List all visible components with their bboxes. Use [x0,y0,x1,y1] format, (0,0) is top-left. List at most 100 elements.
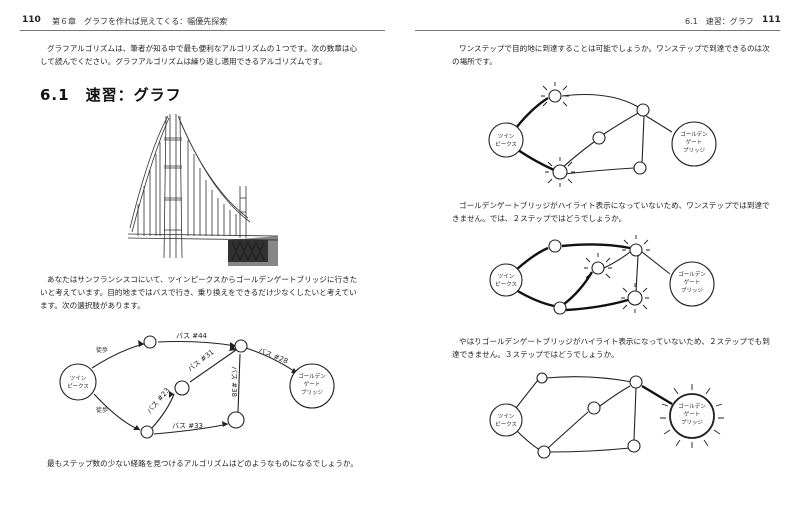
graph-node-start [489,403,523,437]
graph-node-label: ピークス [495,281,517,288]
graph-edge [547,411,589,449]
graph-node-label: ブリッジ [681,418,704,426]
text-line: ます。次の選択肢があります。 [40,301,145,310]
graph-edge [517,149,555,172]
text-line: ワンステップで目的地に到達することは可能でしょうか。ワンステップで到達できるのは… [459,44,770,53]
graph-node [633,161,647,175]
graph-edge [645,115,673,133]
graph-node-label: ツイン [70,376,87,382]
graph-node-label: ゲート [304,380,321,388]
graph-node [227,411,245,429]
right-header-rule [415,30,780,31]
graph-node-label: ブリッジ [683,146,706,154]
graph-node [143,335,157,349]
graph-node-highlight [548,89,562,103]
text-line: ゴールデンゲートブリッジがハイライト表示になっていないため、ワンステップでは到達… [459,201,770,210]
edge-label: バス #33 [172,422,203,430]
graph-node-goal [671,121,717,167]
graph-edge [157,340,237,347]
graph-edge [153,423,229,435]
graph-edge [237,353,241,413]
graph-edge [561,243,631,250]
graph-node-goal [669,261,715,307]
left-paragraph-2: あなたはサンフランシスコにいて、ツインピークスからゴールデンゲートブリッジに行き… [40,273,385,312]
graph-edge [515,96,549,129]
graph-node [636,103,650,117]
edge-label: バス #31 [186,348,215,373]
graph-node-highlight [629,243,643,257]
graph-edge [151,393,175,429]
graph-edge [189,349,237,383]
left-page-number: 110 [22,15,41,25]
graph-node [536,372,548,384]
graph-node [627,439,641,453]
graph-edge [561,94,641,109]
graph-edge [515,288,555,308]
graph-node [234,339,248,353]
graph-node [140,425,154,439]
bus-route-graph: ツイン ピークス ゴールデン ゲート ブリッジ 徒歩 徒歩 バス #44 バス … [59,332,335,439]
right-running-head: 6.1 速習：グラフ [685,17,754,26]
edge-label: バス #23 [145,386,171,415]
graph-node-label: ピークス [495,421,517,428]
edge-label: 徒歩 [96,406,108,414]
graph-node-label: ゴールデン [678,402,706,410]
right-paragraph-1: ワンステップで目的地に到達することは可能でしょうか。ワンステップで到達できるのは… [452,42,782,68]
graph-node [548,239,562,253]
golden-gate-bridge-illustration [128,114,278,266]
graph-edge [641,384,673,406]
highlight-rays [541,82,575,187]
graph-node-label: ゴールデン [298,372,326,380]
graph-node-label: ツイン [498,274,515,280]
graph-node-label: ツイン [498,134,515,140]
edge-label: 徒歩 [96,346,108,354]
graph-node-label: ピークス [67,383,89,390]
one-step-graph: ツイン ピークス ゴールデン ゲート ブリッジ [488,82,717,187]
graph-node-highlight [591,261,605,275]
graph-node [553,301,567,315]
graph-edge [565,298,629,312]
graph-node-start [488,122,524,158]
edge-label: バス #28 [257,346,289,365]
two-step-graph: ツイン ピークス ゴールデン ゲート ブリッジ [489,235,715,315]
right-paragraph-2: ゴールデンゲートブリッジがハイライト表示になっていないため、ワンステップでは到達… [452,199,782,225]
text-line: の場所です。 [452,57,497,66]
graph-node-label: ブリッジ [301,388,324,396]
graph-node-goal-highlight [669,393,715,439]
graph-edge [549,447,631,453]
graph-edge [641,251,671,275]
graph-node-start [489,263,523,297]
text-line: グラフアルゴリズムは、筆者が知る中で最も便利なアルゴリズムの１つです。次の数章は… [47,44,358,53]
section-title: 6.1 速習：グラフ [40,86,182,104]
graph-node [174,380,190,396]
graph-edge [641,115,645,165]
left-header-rule [20,30,385,31]
graph-node-label: ゲート [686,138,703,146]
graph-edge [563,167,635,175]
graph-node-label: ブリッジ [681,286,704,294]
left-caption: 最もステップ数の少ない経路を見つけるアルゴリズムはどのようなものになるでしょうか… [47,459,358,468]
text-line: いと考えています。目的地まではバスで行き、乗り換えをできるだけ少なくしたいと考え… [40,288,357,297]
graph-node [537,445,551,459]
graph-node-label: ゴールデン [680,130,708,138]
right-paragraph-3: やはりゴールデンゲートブリッジがハイライト表示になっていないため、２ステップでも… [452,335,782,361]
graph-node-label: ゴールデン [678,270,706,278]
three-step-graph: ツイン ピークス ゴールデン ゲート ブリッジ [489,372,724,459]
graph-edge [515,246,549,271]
text-line: して読んでください。グラフアルゴリズムは繰り返し適用できるアルゴリズムです。 [40,57,327,66]
edge-label: バス #38 [230,366,238,397]
graph-edge [515,429,541,451]
text-line: やはりゴールデンゲートブリッジがハイライト表示になっていないため、２ステップでも… [459,337,770,346]
graph-node-label: ゲート [684,278,701,286]
graph-node-label: ピークス [495,141,517,148]
text-line: きません。では、２ステップではどうでしょうか。 [452,214,627,223]
graph-node [592,131,606,145]
graph-node-highlight [627,290,643,306]
graph-edge [515,379,539,409]
graph-edge [563,271,594,305]
graph-node-start [59,363,97,401]
highlight-rays [660,384,724,448]
graph-node-label: ツイン [498,414,515,420]
graph-node [587,401,601,415]
graph-edge [633,387,637,441]
